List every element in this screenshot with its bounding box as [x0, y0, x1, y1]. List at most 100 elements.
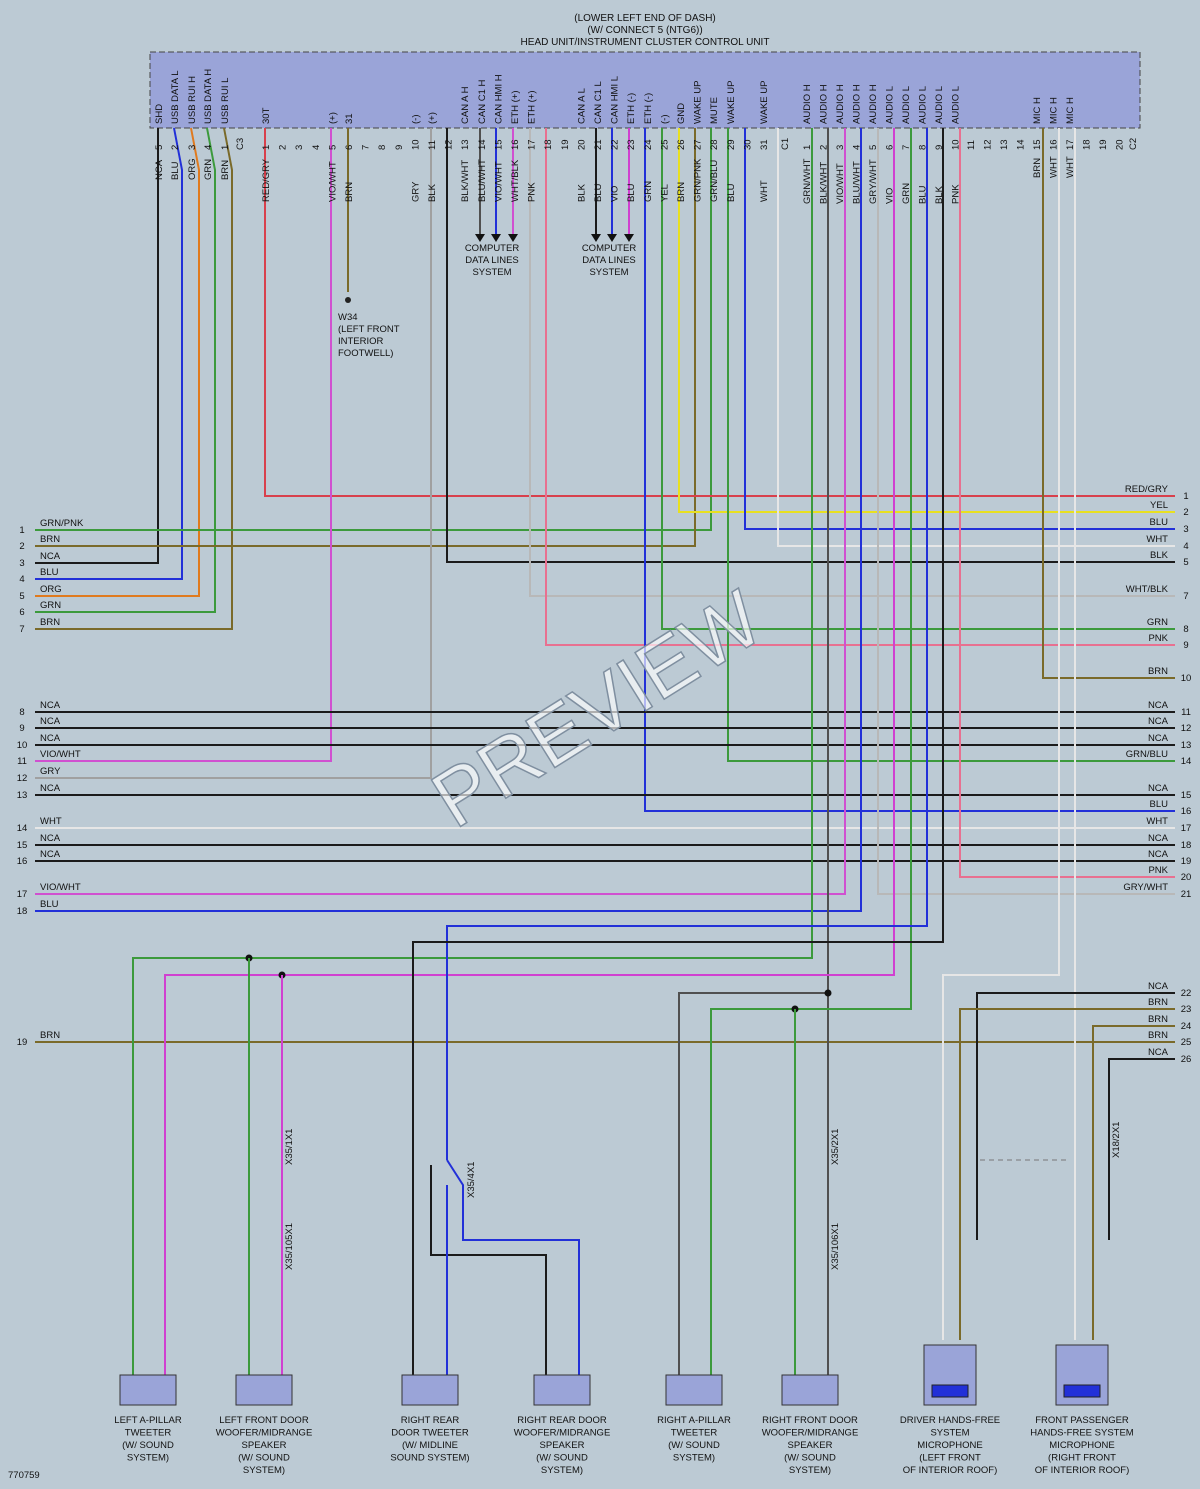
speaker-symbol [235, 1374, 293, 1406]
row-color-right: GRN [1147, 617, 1168, 628]
wire-color-label: BLU/WHT [852, 161, 863, 204]
component-name-line: SPEAKER [540, 1440, 585, 1451]
row-number-left: 7 [19, 624, 24, 635]
component-name-line: (W/ SOUND [122, 1440, 174, 1451]
pin-number: 14 [477, 139, 488, 150]
data-lines-label-b-1: COMPUTER [582, 243, 637, 254]
arrow-head [508, 234, 518, 242]
pin-number: 26 [676, 139, 687, 150]
speaker-symbol [781, 1374, 839, 1406]
pin-number: 11 [966, 140, 977, 150]
component-name-line: WOOFER/MIDRANGE [514, 1428, 611, 1439]
pin-number: 14 [1016, 139, 1027, 150]
component-name-line: (W/ MIDLINE [402, 1440, 458, 1451]
row-number-right: 8 [1183, 624, 1188, 635]
pin-function: CAN HMI H [493, 74, 504, 124]
wire-color-label: BLK [427, 183, 438, 202]
wires [35, 127, 1175, 1375]
component-name-line: SYSTEM) [673, 1453, 715, 1464]
row-number-left: 5 [19, 591, 24, 602]
row-number-left: 15 [17, 840, 28, 851]
data-lines-label-a-3: SYSTEM [472, 267, 511, 278]
pin-number: 12 [983, 139, 994, 150]
wire-color-label: GRN [901, 183, 912, 204]
pin-number: 9 [394, 145, 405, 150]
row-color-right: WHT [1146, 816, 1168, 827]
pin-number: 1 [802, 145, 813, 150]
wire-color-label: BRN [220, 160, 231, 180]
arrow-head [624, 234, 634, 242]
row-number-left: 2 [19, 541, 24, 552]
component-name-line: SPEAKER [788, 1440, 833, 1451]
wire-color-label: VIO [610, 186, 621, 202]
wire-color-label: BLU [626, 183, 637, 202]
component-name-line: SYSTEM) [243, 1465, 285, 1476]
wire-c3-usb-rui-l [35, 127, 233, 630]
wire-color-label: VIO/WHT [327, 161, 338, 202]
row-color-left: WHT [40, 816, 62, 827]
row-number-right: 9 [1183, 640, 1188, 651]
row-color-right: NCA [1148, 733, 1169, 744]
connector-name-c2: C2 [1128, 138, 1139, 150]
row-number-right: 13 [1181, 740, 1192, 751]
component-name-line: TWEETER [671, 1428, 718, 1439]
row-number-right: 15 [1181, 790, 1192, 801]
component-name-line: RIGHT REAR [401, 1415, 460, 1426]
wire-color-label: GRY/WHT [868, 159, 879, 204]
row-color-left: NCA [40, 551, 61, 562]
row-color-left: BLU [40, 899, 59, 910]
data-lines-label-a-1: COMPUTER [465, 243, 520, 254]
component-name-line: SPEAKER [242, 1440, 287, 1451]
pin-function: USB DATA L [170, 71, 181, 125]
pin-function: (+) [427, 112, 438, 124]
row-number-right: 25 [1181, 1037, 1192, 1048]
wire-mute [727, 128, 1175, 762]
row-number-left: 9 [19, 723, 24, 734]
pin-function: (-) [659, 115, 670, 125]
wire-color-label: GRN [643, 181, 654, 202]
conn-x18-2x1: X18/2X1 [1111, 1122, 1122, 1158]
pin-function: AUDIO L [885, 86, 896, 124]
row-number-left: 19 [17, 1037, 28, 1048]
conn-x35-1x1: X35/1X1 [284, 1129, 295, 1165]
wire-audio-blu [446, 128, 928, 1160]
ground-desc-3: FOOTWELL) [338, 348, 393, 359]
header-line-1: (LOWER LEFT END OF DASH) [574, 13, 716, 24]
row-color-left: BRN [40, 617, 60, 628]
row-color-left: BRN [40, 534, 60, 545]
wire-color-label: GRN/BLU [709, 160, 720, 202]
row-color-right: NCA [1148, 783, 1169, 794]
component-name-line: MICROPHONE [1049, 1440, 1114, 1451]
pin-function: ETH (-) [626, 93, 637, 124]
pin-number: 3 [187, 145, 198, 150]
wire-color-label: BLK/WHT [460, 160, 471, 202]
pin-number: 7 [361, 145, 372, 150]
pin-number: 25 [659, 139, 670, 150]
row-color-right: BLK [1150, 550, 1169, 561]
pin-number: 13 [999, 139, 1010, 150]
pin-function: AUDIO L [901, 86, 912, 124]
wire-color-label: ORG [187, 158, 198, 180]
wire-rap-blk-wht [678, 992, 828, 1375]
row-color-right: NCA [1148, 700, 1169, 711]
header-line-2: (W/ CONNECT 5 (NTG6)) [587, 25, 702, 36]
pin-number: 15 [493, 139, 504, 150]
row-color-right: BRN [1148, 997, 1168, 1008]
wire-color-label: WHT [1065, 156, 1076, 178]
wire-color-label: VIO/WHT [493, 161, 504, 202]
arrow-head [475, 234, 485, 242]
wire-yel [678, 128, 1175, 513]
row-color-left: NCA [40, 833, 61, 844]
pin-number: 23 [626, 139, 637, 150]
wire-color-label: BRN [1032, 158, 1043, 178]
conn-x35-2x1: X35/2X1 [830, 1129, 841, 1165]
pin-number: 4 [311, 145, 322, 150]
pin-number: 30 [742, 139, 753, 150]
pin-number: 2 [170, 145, 181, 150]
wire-audio-blk [412, 128, 944, 1160]
pin-function: ETH (+) [510, 90, 521, 124]
pin-function: USB RUI L [220, 78, 231, 124]
pin-number: 5 [868, 145, 879, 150]
